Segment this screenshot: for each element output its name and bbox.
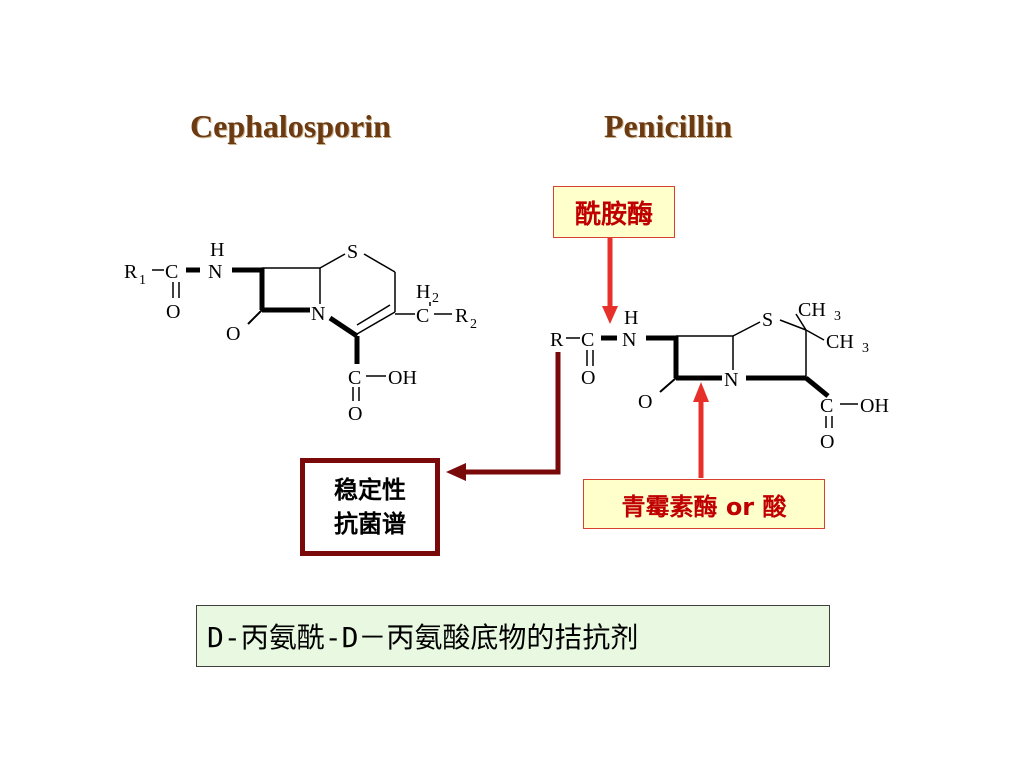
svg-text:N: N — [724, 369, 738, 391]
svg-text:N: N — [622, 329, 636, 351]
svg-text:O: O — [581, 367, 595, 389]
svg-text:N: N — [311, 303, 325, 325]
svg-text:C: C — [348, 367, 361, 389]
acylase-label: 酰胺酶 — [553, 186, 675, 238]
side-chain-arrow — [446, 352, 561, 481]
svg-text:R: R — [455, 305, 469, 327]
svg-text:OH: OH — [860, 395, 889, 417]
svg-text:O: O — [166, 301, 180, 323]
svg-text:S: S — [347, 241, 358, 263]
svg-text:2: 2 — [470, 317, 477, 332]
penicillin-title: Penicillin — [604, 108, 732, 144]
svg-text:CH: CH — [798, 299, 826, 321]
svg-text:H: H — [210, 239, 224, 261]
svg-text:C: C — [165, 261, 178, 283]
svg-text:C: C — [416, 305, 429, 327]
svg-text:3: 3 — [862, 341, 869, 356]
svg-text:3: 3 — [834, 309, 841, 324]
svg-text:1: 1 — [139, 273, 146, 288]
svg-text:2: 2 — [432, 291, 439, 306]
svg-text:CH: CH — [826, 331, 854, 353]
svg-text:R: R — [550, 329, 564, 351]
penicillinase-label: 青霉素酶 or 酸 — [583, 479, 825, 529]
penicillin-structure: R C O H N S CH 3 CH 3 O N C OH O — [550, 299, 889, 453]
svg-text:O: O — [638, 391, 652, 413]
svg-text:S: S — [762, 309, 773, 331]
svg-text:C: C — [581, 329, 594, 351]
svg-text:C: C — [820, 395, 833, 417]
svg-text:OH: OH — [388, 367, 417, 389]
svg-text:O: O — [820, 431, 834, 453]
svg-text:O: O — [348, 403, 362, 425]
svg-text:O: O — [226, 323, 240, 345]
svg-text:H: H — [624, 307, 638, 329]
stability-spectrum-box: 稳定性 抗菌谱 — [300, 458, 440, 556]
acylase-arrow — [602, 238, 618, 324]
svg-text:R: R — [124, 261, 138, 283]
stability-label: 稳定性 — [334, 476, 406, 504]
d-ala-antagonist-caption: D-丙氨酰-D－丙氨酸底物的拮抗剂 — [196, 605, 830, 667]
svg-text:H: H — [416, 281, 430, 303]
penicillinase-arrow — [693, 382, 709, 478]
cephalosporin-title: Cephalosporin — [190, 108, 391, 144]
cephalosporin-structure: R 1 C O H N S O N H 2 C R 2 C OH O — [124, 239, 477, 425]
spectrum-label: 抗菌谱 — [334, 510, 406, 538]
svg-text:N: N — [208, 261, 222, 283]
